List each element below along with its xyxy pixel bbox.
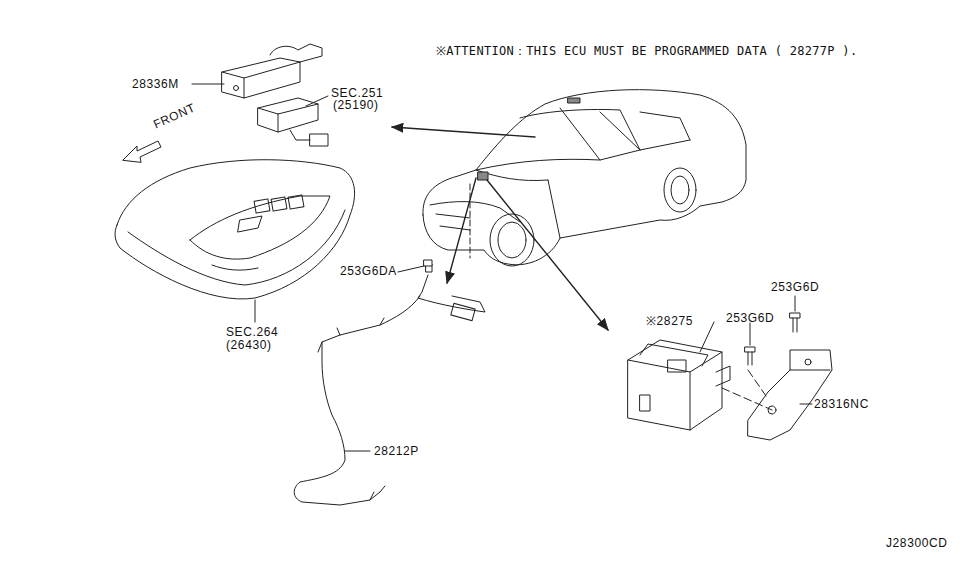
drawing-stroke (115, 160, 355, 299)
drawing-stroke (750, 323, 751, 345)
part-number: 253G6DA (340, 264, 397, 278)
drawing-stroke (271, 197, 287, 211)
drawing-stroke (748, 350, 832, 440)
drawing-stroke (664, 168, 696, 212)
car-figure (423, 90, 746, 266)
drawing-stroke (128, 210, 345, 285)
drawing-stroke (745, 347, 755, 365)
drawing-stroke (238, 216, 262, 232)
drawing-stroke (476, 140, 690, 170)
drawing-stroke (628, 352, 722, 430)
section-reference: SEC.264 (226, 325, 278, 339)
drawing-stroke (306, 96, 328, 106)
leader-lines (192, 84, 812, 451)
drawing-stroke (212, 265, 258, 270)
part-number: 253G6D (726, 311, 774, 325)
part-number: 28316NC (814, 397, 869, 411)
drawing-stroke (270, 44, 322, 62)
drawing-stroke (258, 98, 318, 132)
drawing-stroke (716, 366, 730, 386)
drawing-stroke (498, 222, 526, 258)
overhead-console (115, 160, 355, 299)
roof-module (222, 44, 322, 98)
drawing-stroke (487, 180, 608, 330)
drawing-stroke (370, 486, 385, 500)
drawing-stroke (640, 395, 650, 411)
drawing-stroke (192, 84, 224, 85)
drawing-stroke (722, 388, 772, 410)
drawing-stroke (345, 451, 370, 452)
drawing-stroke (790, 313, 800, 332)
drawing-stroke (222, 58, 300, 98)
attention-note: ※ATTENTION：THIS ECU MUST BE PROGRAMMED D… (436, 44, 857, 58)
drawing-stroke (520, 109, 640, 150)
drawing-stroke (398, 266, 424, 272)
drawing-stroke (418, 275, 485, 312)
drawing-stroke (548, 180, 560, 238)
part-number: 253G6D (771, 280, 819, 294)
drawing-stroke (568, 98, 580, 103)
drawing-stroke (790, 370, 830, 371)
drawing-stroke (600, 112, 640, 150)
drawing-stroke (700, 322, 714, 352)
drawing-stroke (288, 195, 304, 209)
drawing-stroke (234, 86, 239, 91)
callout-arrows (392, 127, 608, 330)
drawing-stroke (560, 108, 600, 160)
part-number: (25190) (333, 98, 379, 112)
drawing-stroke (800, 404, 812, 405)
drawing-stroke (290, 130, 310, 140)
drawing-stroke (805, 359, 811, 365)
drawing-stroke (490, 214, 534, 266)
drawing-stroke (671, 176, 689, 204)
drawing-stroke (255, 300, 256, 322)
drawing-stroke (423, 90, 746, 265)
bolt-symbols (424, 260, 800, 365)
drawing-stroke (337, 318, 384, 335)
drawing-stroke (748, 370, 766, 396)
drawing-stroke (392, 127, 535, 137)
drawing-stroke (424, 260, 432, 266)
drawing-stroke (294, 296, 420, 505)
drawing-stroke (254, 199, 270, 213)
drawing-stroke (451, 303, 475, 320)
drawing-stroke (222, 62, 300, 98)
drawing-stroke (668, 360, 686, 372)
ecu-box (628, 340, 730, 430)
part-number: ※28275 (646, 314, 693, 328)
drawing-stroke (190, 196, 330, 259)
switch-part (258, 98, 328, 146)
drawing-stroke (470, 184, 471, 258)
drawing-stroke (628, 340, 722, 430)
drawing-stroke (318, 342, 322, 352)
drawing-stroke (310, 134, 328, 146)
drawing-stroke (795, 296, 796, 311)
drawing-stroke (447, 178, 476, 283)
section-reference: SEC.251 (331, 86, 383, 100)
diagram-code: J28300CD (886, 536, 948, 550)
drawing-stroke (640, 112, 690, 140)
drawing-stroke (478, 172, 488, 180)
front-arrow (123, 141, 161, 162)
drawing-stroke (640, 344, 708, 366)
drawing-stroke (258, 104, 318, 132)
drawing-stroke (476, 170, 548, 181)
wire-harness (294, 264, 485, 505)
part-number: 28212P (374, 444, 419, 458)
mounting-bracket (722, 350, 832, 440)
part-number: (26430) (226, 338, 272, 352)
direction-label: FRONT (151, 101, 197, 132)
part-number: 28336M (132, 77, 179, 91)
